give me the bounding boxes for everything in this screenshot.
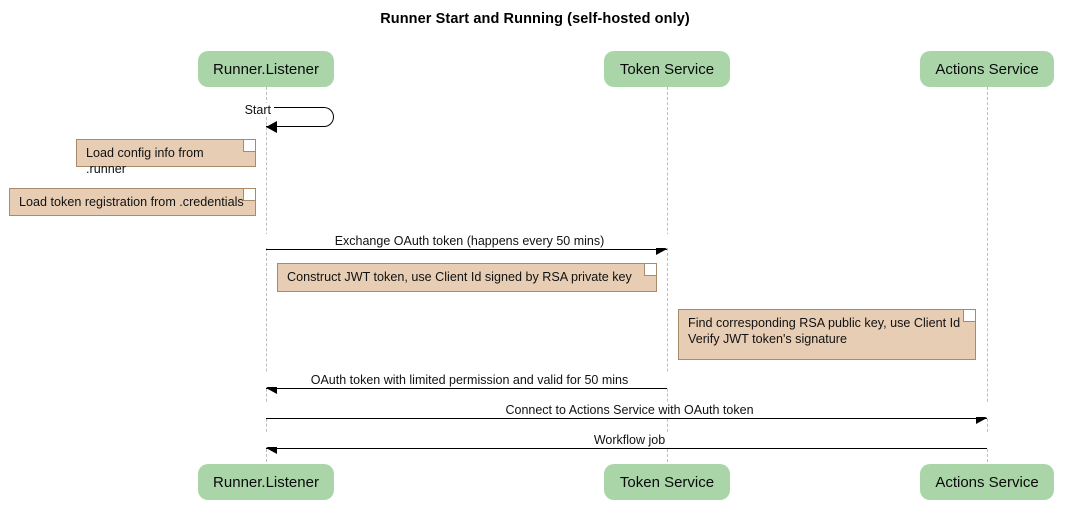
- lifeline-runner: [266, 87, 267, 462]
- participant-token-top[interactable]: Token Service: [604, 51, 730, 87]
- self-message-start-loop: [266, 107, 334, 127]
- note-text-line1: Find corresponding RSA public key, use C…: [688, 316, 961, 330]
- participant-label: Actions Service: [935, 473, 1039, 491]
- message-line-workflow-job: [266, 448, 987, 449]
- note-fold-corner: [644, 264, 656, 276]
- lifeline-actions: [987, 87, 988, 462]
- participant-label: Runner.Listener: [213, 473, 319, 491]
- note-fold-corner: [963, 310, 975, 322]
- message-line-oauth-token-return: [266, 388, 667, 389]
- note-text-line2: Verify JWT token's signature: [688, 332, 847, 346]
- message-label-exchange-oauth-token: Exchange OAuth token (happens every 50 m…: [266, 234, 673, 248]
- note-fold-corner: [243, 140, 255, 152]
- participant-actions-bottom[interactable]: Actions Service: [920, 464, 1054, 500]
- participant-token-bottom[interactable]: Token Service: [604, 464, 730, 500]
- message-label-workflow-job: Workflow job: [266, 433, 993, 447]
- self-message-start-arrowhead: [266, 121, 277, 133]
- participant-runner-bottom[interactable]: Runner.Listener: [198, 464, 334, 500]
- message-arrowhead-oauth-token-return: [266, 382, 277, 394]
- participant-label: Token Service: [619, 473, 715, 491]
- message-arrowhead-exchange-oauth-token: [656, 243, 667, 255]
- message-label-connect-actions-service: Connect to Actions Service with OAuth to…: [266, 403, 993, 417]
- participant-actions-top[interactable]: Actions Service: [920, 51, 1054, 87]
- page-title: Runner Start and Running (self-hosted on…: [380, 11, 690, 27]
- participant-label: Actions Service: [935, 60, 1039, 78]
- note-load-token-registration: Load token registration from .credential…: [9, 188, 256, 216]
- lifeline-token: [667, 87, 668, 462]
- note-verify-jwt-signature: Find corresponding RSA public key, use C…: [678, 309, 976, 360]
- message-label-oauth-token-return: OAuth token with limited permission and …: [266, 373, 673, 387]
- participant-runner-top[interactable]: Runner.Listener: [198, 51, 334, 87]
- note-text: Construct JWT token, use Client Id signe…: [287, 270, 632, 284]
- participant-label: Runner.Listener: [213, 60, 319, 78]
- note-fold-corner: [243, 189, 255, 201]
- note-load-config: Load config info from .runner: [76, 139, 256, 176]
- message-arrowhead-connect-actions-service: [976, 412, 987, 424]
- message-arrowhead-workflow-job: [266, 442, 277, 454]
- message-line-connect-actions-service: [266, 418, 987, 419]
- note-text: Load config info from .runner: [86, 146, 204, 176]
- note-text: Load token registration from .credential…: [19, 195, 244, 209]
- message-label-start: Start: [228, 103, 274, 117]
- participant-label: Token Service: [619, 60, 715, 78]
- message-line-exchange-oauth-token: [266, 249, 667, 250]
- note-construct-jwt-token: Construct JWT token, use Client Id signe…: [277, 263, 657, 292]
